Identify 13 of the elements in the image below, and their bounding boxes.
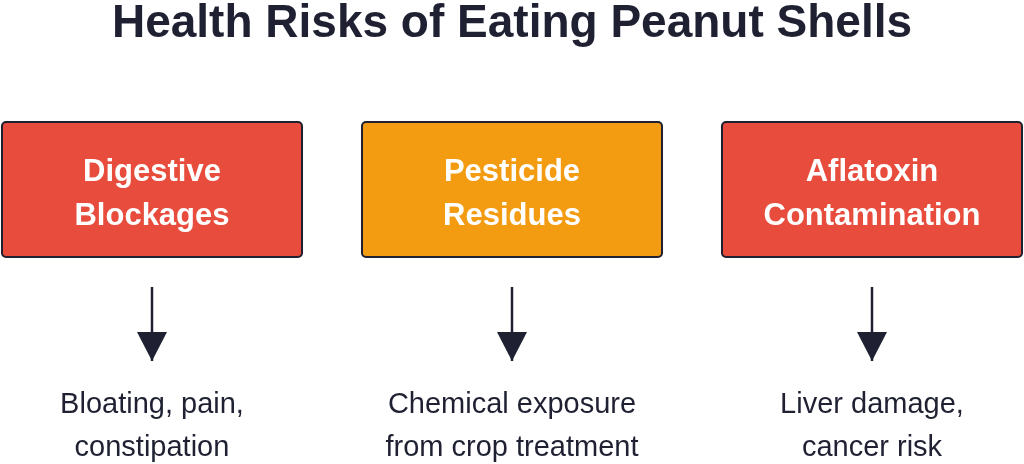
diagram-title: Health Risks of Eating Peanut Shells — [111, 0, 913, 47]
risk-box — [721, 121, 1023, 258]
risk-box — [1, 121, 303, 258]
risk-box — [361, 121, 663, 258]
arrow — [857, 287, 887, 361]
effect-text: Bloating, pain, constipation — [22, 382, 282, 464]
effect-text: Liver damage, cancer risk — [757, 382, 987, 464]
risk-title: Aflatoxin Contamination — [762, 151, 982, 234]
risk-title: Pesticide Residues — [442, 151, 582, 234]
risk-title: Digestive Blockages — [73, 151, 231, 234]
arrow — [137, 287, 167, 361]
arrow — [497, 287, 527, 361]
effect-text: Chemical exposure from crop treatment — [367, 382, 657, 464]
